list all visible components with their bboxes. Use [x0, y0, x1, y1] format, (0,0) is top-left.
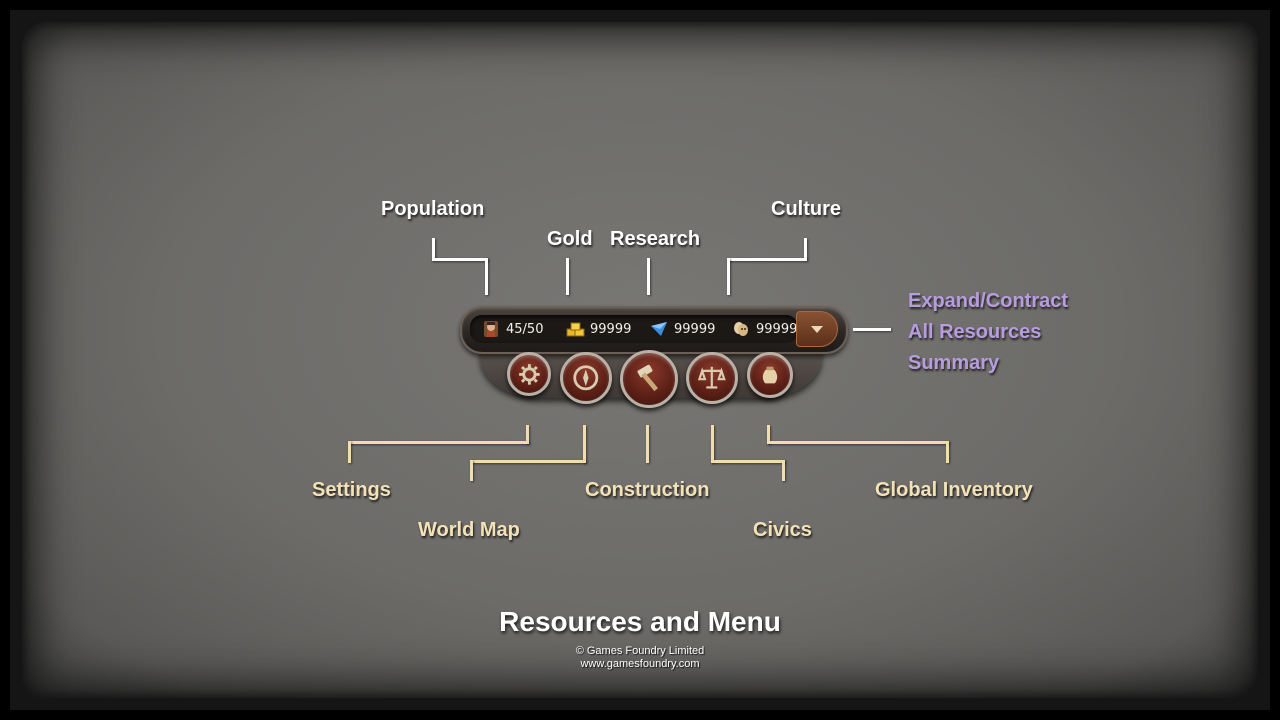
construction-button[interactable]	[620, 350, 678, 408]
world-map-button[interactable]	[560, 352, 612, 404]
resource-strip: 45/50 99999 99999 99999	[470, 315, 798, 343]
research-resource[interactable]: 99999	[650, 315, 715, 343]
civics-leader	[711, 425, 714, 463]
world-map-leader	[583, 425, 586, 463]
civics-leader	[711, 460, 785, 463]
culture-leader	[727, 258, 730, 295]
expand-callout: Expand/Contract All Resources Summary	[908, 286, 1068, 379]
settings-leader	[348, 441, 351, 463]
construction-callout: Construction	[585, 479, 710, 501]
expand-callout-line: All Resources	[908, 321, 1042, 343]
population-leader	[432, 258, 488, 261]
population-leader	[432, 238, 435, 260]
settings-button[interactable]	[507, 352, 551, 396]
population-resource[interactable]: 45/50	[482, 315, 543, 343]
expand-contract-button[interactable]	[796, 311, 838, 347]
website-text: www.gamesfoundry.com	[580, 658, 700, 670]
hammer-icon	[637, 365, 659, 392]
global-inventory-button[interactable]	[747, 352, 793, 398]
research-value: 99999	[674, 321, 716, 337]
culture-callout: Culture	[771, 198, 841, 220]
inventory-leader	[946, 441, 949, 463]
global-inventory-callout: Global Inventory	[875, 479, 1033, 501]
gold-callout: Gold	[547, 228, 593, 250]
culture-icon	[732, 320, 750, 338]
culture-leader	[804, 238, 807, 260]
culture-resource[interactable]: 99999	[732, 315, 797, 343]
culture-leader	[727, 258, 807, 261]
population-leader	[485, 258, 488, 295]
settings-callout: Settings	[312, 479, 391, 501]
civics-button[interactable]	[686, 352, 738, 404]
research-callout: Research	[610, 228, 701, 250]
population-callout: Population	[381, 198, 485, 220]
settings-leader	[348, 441, 529, 444]
culture-value: 99999	[756, 321, 798, 337]
scales-icon	[698, 366, 726, 389]
settings-leader	[526, 425, 529, 444]
inventory-leader	[767, 425, 770, 444]
gold-leader	[566, 258, 569, 295]
inventory-leader	[767, 441, 949, 444]
population-icon	[482, 320, 500, 338]
construction-leader	[646, 425, 649, 463]
gold-value: 99999	[590, 321, 632, 337]
civics-callout: Civics	[753, 519, 812, 541]
chevron-down-icon	[811, 325, 823, 333]
sack-icon	[762, 366, 778, 384]
world-map-leader	[470, 460, 473, 481]
gold-resource[interactable]: 99999	[566, 315, 631, 343]
gear-icon	[518, 363, 540, 385]
resource-bar: 45/50 99999 99999 99999	[460, 306, 848, 354]
research-leader	[647, 258, 650, 295]
gold-icon	[566, 320, 585, 338]
expand-leader	[853, 328, 891, 331]
world-map-leader	[470, 460, 586, 463]
research-icon	[650, 320, 668, 338]
copyright-text: © Games Foundry Limited	[575, 645, 705, 657]
expand-callout-line: Summary	[908, 352, 1000, 374]
compass-icon	[573, 365, 599, 391]
expand-callout-line: Expand/Contract	[908, 290, 1069, 312]
population-value: 45/50	[506, 321, 544, 337]
world-map-callout: World Map	[418, 519, 520, 541]
civics-leader	[782, 460, 785, 481]
page-title: Resources and Menu	[499, 606, 781, 637]
